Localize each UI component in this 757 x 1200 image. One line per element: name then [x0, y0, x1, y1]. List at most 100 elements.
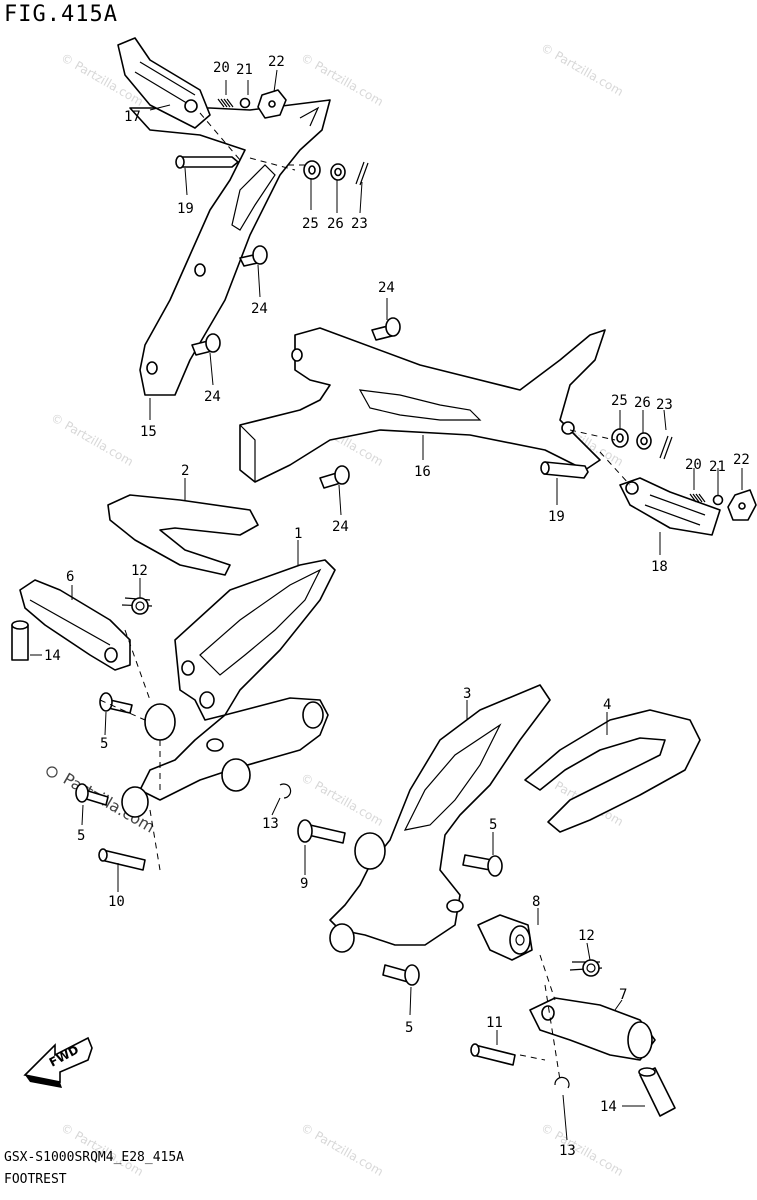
- part-15-rear-bracket-left: [129, 99, 331, 396]
- callout-12: 12: [578, 928, 595, 944]
- callout-1: 1: [294, 526, 302, 542]
- part-26-washer-upper: [330, 163, 346, 181]
- part-18-rear-footpeg-right: [619, 477, 721, 536]
- figure-code: GSX-S1000SRQM4_E28_415A: [4, 1150, 185, 1165]
- part-9-bolt-right: [297, 819, 346, 844]
- part-22-plate-right: [727, 489, 757, 521]
- copyright-icon: [46, 766, 58, 778]
- callout-24: 24: [332, 519, 349, 535]
- callout-24: 24: [204, 389, 221, 405]
- part-6-front-footpeg-left: [19, 579, 131, 671]
- callout-4: 4: [603, 697, 611, 713]
- callout-5: 5: [77, 828, 85, 844]
- callout-21: 21: [236, 62, 253, 78]
- part-14-rubber-right: [638, 1067, 676, 1117]
- part-21-ball-right: [712, 494, 724, 506]
- callout-5: 5: [100, 736, 108, 752]
- callout-23: 23: [656, 397, 673, 413]
- callout-14: 14: [600, 1099, 617, 1115]
- part-24-bolt-a: [239, 245, 268, 267]
- fwd-direction-arrow: FWD: [23, 1036, 93, 1088]
- part-5-bolt-b: [75, 783, 109, 806]
- callout-6: 6: [66, 569, 74, 585]
- part-14-rubber-left: [11, 620, 29, 661]
- callout-15: 15: [140, 424, 157, 440]
- callout-labels: 17 20 21 22 19 25 26 23 24 24 15 24 16 2…: [44, 54, 750, 1159]
- callout-21: 21: [709, 459, 726, 475]
- part-8-pivot-right: [477, 914, 533, 961]
- callout-2: 2: [181, 463, 189, 479]
- part-pivot-collar-left: [121, 703, 251, 818]
- callout-20: 20: [213, 60, 230, 76]
- callout-19: 19: [177, 201, 194, 217]
- part-25-washer-right: [611, 428, 629, 448]
- part-4-heel-guard-right: [524, 709, 701, 833]
- part-16-rear-bracket-right: [239, 327, 606, 483]
- part-21-ball-upper: [239, 97, 251, 109]
- callout-14: 14: [44, 648, 61, 664]
- callout-24: 24: [378, 280, 395, 296]
- part-23-cotter-pin-right: [659, 435, 673, 460]
- callout-25: 25: [302, 216, 319, 232]
- callout-13: 13: [262, 816, 279, 832]
- part-2-heel-guard-left: [107, 494, 259, 576]
- callout-11: 11: [486, 1015, 503, 1031]
- part-5-bolt-d: [382, 964, 420, 986]
- callout-23: 23: [351, 216, 368, 232]
- part-1-front-footrest-bracket-left: [139, 559, 336, 801]
- part-24-bolt-d: [319, 465, 350, 489]
- part-12-spring-left: [121, 597, 153, 615]
- part-22-plate-upper: [257, 89, 287, 119]
- callout-10: 10: [108, 894, 125, 910]
- part-17-rear-footpeg-left: [117, 37, 211, 129]
- callout-22: 22: [268, 54, 285, 70]
- callout-5: 5: [405, 1020, 413, 1036]
- assembly-line: [199, 112, 305, 171]
- watermark: © Partzilla.com: [299, 50, 386, 108]
- assembly-line: [519, 954, 561, 1081]
- part-20-spring-upper: [217, 98, 234, 108]
- callout-26: 26: [327, 216, 344, 232]
- watermark: © Partzilla.com: [539, 1120, 626, 1178]
- part-20-spring-right: [689, 493, 706, 503]
- part-5-bolt-c: [462, 854, 503, 877]
- watermark: © Partzilla.com: [299, 770, 386, 828]
- part-11-pin-right: [470, 1043, 516, 1066]
- part-13-clip-right: [554, 1076, 570, 1089]
- callout-18: 18: [651, 559, 668, 575]
- part-5-bolt-a: [99, 692, 133, 714]
- callout-24: 24: [251, 301, 268, 317]
- callout-12: 12: [131, 563, 148, 579]
- part-23-cotter-pin-upper: [355, 161, 369, 186]
- figure-name: FOOTREST: [4, 1172, 67, 1187]
- callout-19: 19: [548, 509, 565, 525]
- callout-7: 7: [619, 987, 627, 1003]
- callout-17: 17: [124, 109, 141, 125]
- watermark: © Partzilla.com: [539, 40, 626, 98]
- assembly-line: [569, 429, 631, 486]
- callout-3: 3: [463, 686, 471, 702]
- figure-title: FIG.415A: [4, 2, 118, 27]
- callout-25: 25: [611, 393, 628, 409]
- part-13-clip-left: [279, 783, 292, 799]
- part-25-washer-upper: [303, 160, 321, 180]
- part-19-pin-upper: [175, 155, 239, 169]
- callout-9: 9: [300, 876, 308, 892]
- leader-lines: [30, 69, 743, 1141]
- callout-20: 20: [685, 457, 702, 473]
- callout-13: 13: [559, 1143, 576, 1159]
- part-24-bolt-c: [371, 317, 401, 341]
- assembly-line: [99, 629, 161, 871]
- callout-5: 5: [489, 817, 497, 833]
- watermark: © Partzilla.com: [49, 410, 136, 468]
- callout-26: 26: [634, 395, 651, 411]
- callout-8: 8: [532, 894, 540, 910]
- callout-16: 16: [414, 464, 431, 480]
- callout-22: 22: [733, 452, 750, 468]
- part-12-spring-right: [569, 959, 603, 977]
- watermark: © Partzilla.com: [299, 1120, 386, 1178]
- part-19-pin-right: [540, 461, 589, 479]
- part-7-front-footpeg-right: [529, 997, 656, 1061]
- part-24-bolt-b: [191, 333, 221, 356]
